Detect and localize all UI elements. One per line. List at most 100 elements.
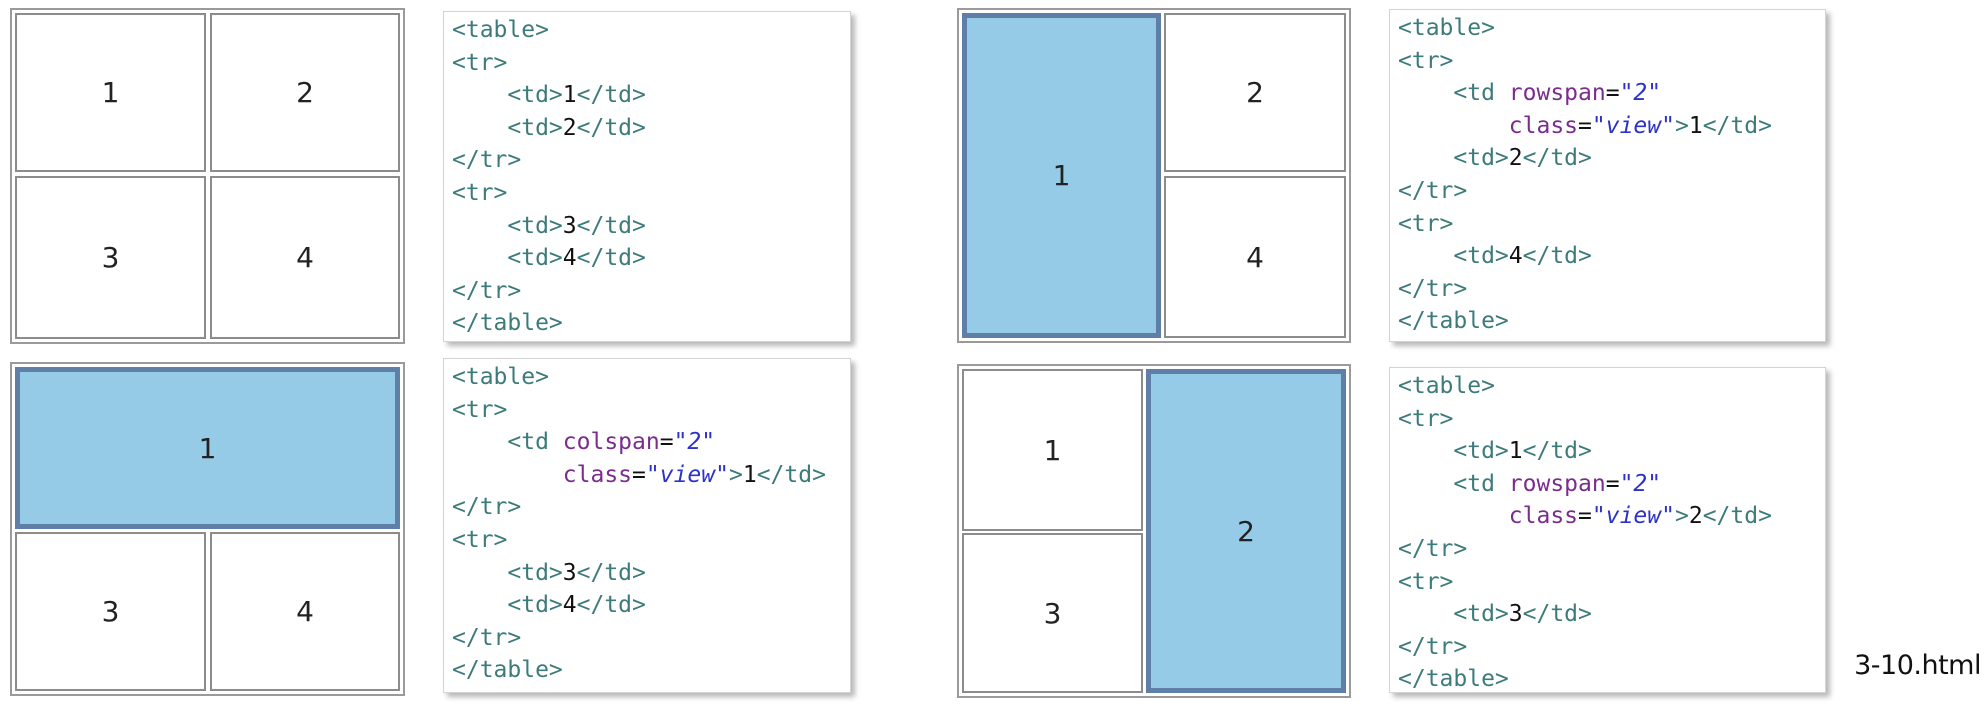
code-line: class="view">2</td> xyxy=(1398,500,1772,532)
code-line: </table> xyxy=(452,654,563,686)
code-line: </tr> xyxy=(452,144,521,176)
code-token: 4 xyxy=(1508,243,1523,270)
table-example-rowspan-second: 1 2 3 xyxy=(957,364,1351,698)
code-token: <td> xyxy=(452,592,563,619)
code-line: <table> xyxy=(1398,12,1495,44)
code-token: rowspan xyxy=(1508,80,1606,107)
code-token: </td> xyxy=(576,592,646,619)
code-token: 4 xyxy=(562,592,577,619)
code-token: <td> xyxy=(452,212,563,239)
code-token: 1 xyxy=(742,461,757,488)
code-token: 3 xyxy=(562,559,577,586)
code-line: <tr> xyxy=(1398,45,1453,77)
code-token: <tr> xyxy=(1398,47,1454,74)
code-token: </tr> xyxy=(452,494,522,521)
code-token: </td> xyxy=(756,461,826,488)
code-line: <tr> xyxy=(1398,566,1453,598)
code-line: <tr> xyxy=(452,524,507,556)
code-token: </td> xyxy=(1702,503,1772,530)
table-cell: 2 xyxy=(210,13,400,172)
code-token: </tr> xyxy=(452,624,522,651)
code-token: <td> xyxy=(452,245,563,272)
table-cell-highlighted: 1 xyxy=(15,367,400,529)
code-line: <td>3</td> xyxy=(452,557,646,589)
code-token: > xyxy=(1674,112,1689,139)
code-token: = xyxy=(1578,112,1592,139)
code-token: </td> xyxy=(576,245,646,272)
code-token: </table> xyxy=(1398,308,1509,335)
file-name-caption: 3-10.html xyxy=(1854,650,1981,681)
code-token: <tr> xyxy=(1398,568,1454,595)
code-line: </tr> xyxy=(1398,273,1467,305)
code-token: </tr> xyxy=(452,147,522,174)
code-token: </td> xyxy=(1522,601,1592,628)
code-token: <tr> xyxy=(1398,405,1454,432)
code-line: <td rowspan="2" xyxy=(1398,77,1661,109)
table-cell-highlighted: 1 xyxy=(962,13,1161,338)
code-token: <td> xyxy=(1398,243,1509,270)
code-line: <td>3</td> xyxy=(452,210,646,242)
table-example-rowspan-first: 1 2 4 xyxy=(957,8,1351,343)
code-line: <td>1</td> xyxy=(1398,435,1592,467)
code-token: 1 xyxy=(1688,112,1703,139)
code-token: </td> xyxy=(1522,438,1592,465)
code-token: <tr> xyxy=(1398,210,1454,237)
code-line: </table> xyxy=(1398,663,1509,695)
code-line: <td>4</td> xyxy=(452,589,646,621)
table-cell: 4 xyxy=(1164,176,1346,338)
code-token: = xyxy=(1605,80,1620,107)
code-token: "2" xyxy=(673,429,716,456)
code-token: <td> xyxy=(1398,145,1509,172)
code-example-rowspan-first: <table><tr> <td rowspan="2" class="view"… xyxy=(1389,9,1826,342)
code-line: <tr> xyxy=(452,47,507,79)
code-token: <td xyxy=(1398,470,1509,497)
table-example-colspan: 1 3 4 xyxy=(10,362,405,696)
code-token: </tr> xyxy=(1398,275,1468,302)
code-token: <td> xyxy=(1398,601,1509,628)
code-token: "2" xyxy=(1619,80,1662,107)
code-token: class xyxy=(452,461,633,488)
code-token: 2 xyxy=(562,114,577,141)
code-line: <table> xyxy=(452,361,549,393)
code-token: > xyxy=(1674,503,1689,530)
code-token: <table> xyxy=(452,17,549,43)
code-token: </td> xyxy=(576,114,646,141)
code-token: <tr> xyxy=(452,180,508,206)
code-token: = xyxy=(659,429,674,456)
table-cell: 3 xyxy=(15,532,206,691)
code-token: </tr> xyxy=(1398,536,1468,562)
code-token: </td> xyxy=(576,82,646,109)
code-line: </tr> xyxy=(1398,631,1467,663)
code-token: 3 xyxy=(1508,601,1523,628)
code-example-rowspan-second: <table><tr> <td>1</td> <td rowspan="2" c… xyxy=(1389,367,1826,693)
code-token: </tr> xyxy=(1398,633,1468,660)
code-token: <tr> xyxy=(452,49,508,76)
code-token: 4 xyxy=(562,245,577,272)
code-token: 2 xyxy=(1688,503,1703,530)
code-token: colspan xyxy=(562,429,660,456)
code-line: <table> xyxy=(452,14,549,46)
code-line: <td>4</td> xyxy=(1398,240,1592,272)
code-token: > xyxy=(728,461,743,488)
table-cell: 4 xyxy=(210,176,400,339)
code-token: <td xyxy=(452,429,563,456)
code-line: <tr> xyxy=(1398,208,1453,240)
code-example-colspan: <table><tr> <td colspan="2" class="view"… xyxy=(443,358,851,693)
code-line: <table> xyxy=(1398,370,1495,402)
code-token: <td xyxy=(1398,80,1509,107)
code-token: 1 xyxy=(562,82,577,109)
code-token: "view" xyxy=(645,461,729,488)
table-cell: 3 xyxy=(962,533,1143,693)
code-token: 1 xyxy=(1508,438,1523,465)
code-line: class="view">1</td> xyxy=(452,459,826,491)
table-cell: 1 xyxy=(962,369,1143,531)
code-token: 2 xyxy=(1508,145,1523,172)
code-line: </tr> xyxy=(452,275,521,307)
code-token: <td> xyxy=(452,114,563,141)
code-line: <td>4</td> xyxy=(452,242,646,274)
code-token: = xyxy=(1578,503,1592,530)
table-cell: 1 xyxy=(15,13,206,172)
code-token: = xyxy=(632,461,646,488)
code-token: <table> xyxy=(1398,15,1495,41)
code-token: </table> xyxy=(452,310,563,337)
